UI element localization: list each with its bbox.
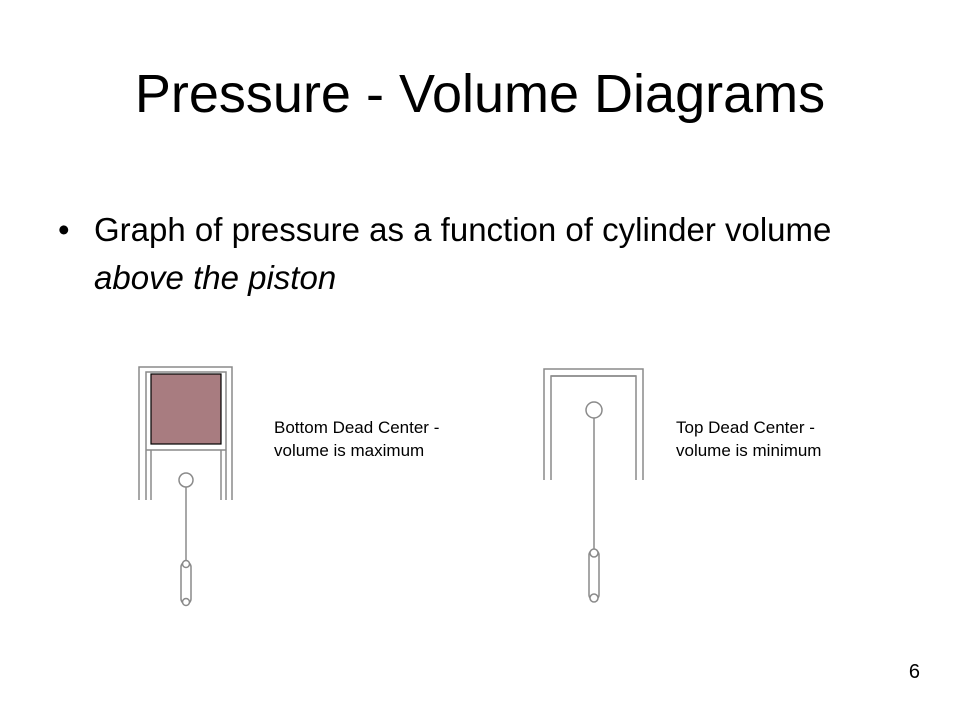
bdc-crank-pin	[181, 559, 191, 569]
bdc-gas-volume	[150, 373, 222, 445]
bullet-text: Graph of pressure as a function of cylin…	[94, 206, 918, 302]
bdc-crankshaft	[181, 597, 191, 607]
slide-title: Pressure - Volume Diagrams	[134, 64, 826, 124]
bullet-point: • Graph of pressure as a function of cyl…	[58, 206, 918, 302]
tdc-diagram	[543, 368, 644, 603]
tdc-wrist-pin	[585, 401, 603, 419]
bdc-diagram	[138, 366, 233, 607]
bullet-dot-icon: •	[58, 211, 70, 248]
tdc-crankshaft	[589, 593, 599, 603]
bullet-text-italic: above the piston	[94, 259, 337, 296]
bullet-text-regular: Graph of pressure as a function of cylin…	[94, 211, 832, 248]
bdc-caption: Bottom Dead Center - volume is maximum	[274, 418, 440, 460]
bdc-crank-arm	[180, 561, 192, 605]
tdc-caption: Top Dead Center - volume is minimum	[676, 418, 822, 460]
tdc-cylinder-outer-wall	[543, 368, 644, 480]
bdc-cylinder-inner-wall	[145, 371, 227, 500]
bdc-cylinder-outer-wall	[138, 366, 233, 500]
bdc-wrist-pin	[178, 472, 194, 488]
tdc-crank-pin	[589, 548, 599, 558]
slide-number: 6	[908, 661, 920, 683]
